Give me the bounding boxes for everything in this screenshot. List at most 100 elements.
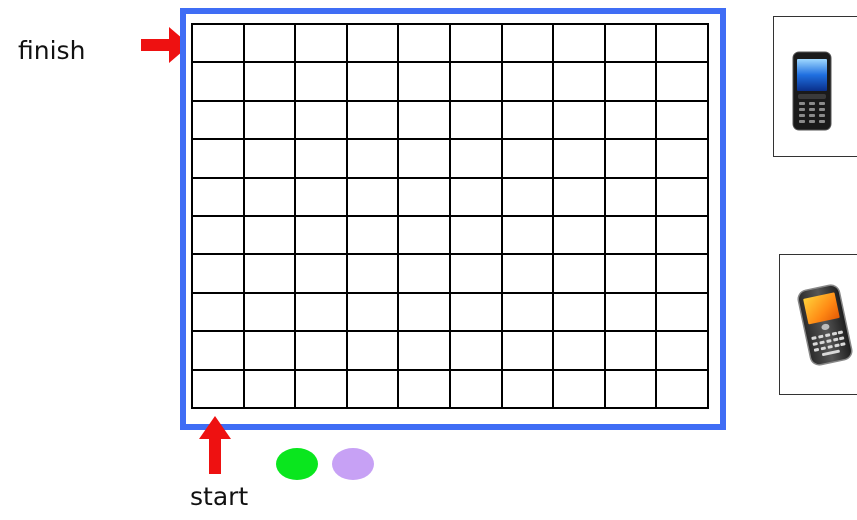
grid-cell[interactable] — [554, 140, 606, 178]
grid-cell[interactable] — [503, 332, 555, 370]
grid-cell[interactable] — [657, 217, 709, 255]
phone-card-candybar[interactable] — [773, 16, 857, 157]
grid-cell[interactable] — [348, 140, 400, 178]
grid-cell[interactable] — [503, 294, 555, 332]
grid-cell[interactable] — [657, 140, 709, 178]
grid-cell[interactable] — [296, 371, 348, 409]
grid-cell[interactable] — [245, 255, 297, 293]
grid-cell[interactable] — [245, 63, 297, 101]
grid-cell[interactable] — [606, 371, 658, 409]
grid-cell[interactable] — [193, 179, 245, 217]
grid-cell[interactable] — [193, 63, 245, 101]
grid-cell[interactable] — [606, 102, 658, 140]
grid-cell[interactable] — [554, 332, 606, 370]
grid-cell[interactable] — [554, 217, 606, 255]
grid-cell[interactable] — [451, 102, 503, 140]
purple-token[interactable] — [332, 448, 374, 480]
grid-cell[interactable] — [657, 294, 709, 332]
grid-cell[interactable] — [348, 371, 400, 409]
grid-cell[interactable] — [193, 255, 245, 293]
grid-cell[interactable] — [657, 25, 709, 63]
grid-cell[interactable] — [657, 371, 709, 409]
grid-cell[interactable] — [245, 332, 297, 370]
grid-cell[interactable] — [399, 294, 451, 332]
grid-cell[interactable] — [348, 332, 400, 370]
grid-cell[interactable] — [606, 294, 658, 332]
grid-cell[interactable] — [245, 179, 297, 217]
grid-cell[interactable] — [399, 255, 451, 293]
grid-cell[interactable] — [399, 217, 451, 255]
grid-cell[interactable] — [606, 179, 658, 217]
grid-cell[interactable] — [657, 179, 709, 217]
grid-cell[interactable] — [657, 332, 709, 370]
grid-cell[interactable] — [296, 294, 348, 332]
grid-cell[interactable] — [296, 217, 348, 255]
grid-cell[interactable] — [296, 63, 348, 101]
grid-cell[interactable] — [503, 140, 555, 178]
grid-cell[interactable] — [503, 371, 555, 409]
grid-cell[interactable] — [503, 255, 555, 293]
grid-cell[interactable] — [657, 63, 709, 101]
grid-cell[interactable] — [399, 332, 451, 370]
grid-cell[interactable] — [193, 217, 245, 255]
grid-cell[interactable] — [348, 25, 400, 63]
grid-cell[interactable] — [554, 63, 606, 101]
grid-cell[interactable] — [657, 255, 709, 293]
grid-cell[interactable] — [399, 25, 451, 63]
grid-cell[interactable] — [554, 371, 606, 409]
grid-cell[interactable] — [348, 255, 400, 293]
grid-cell[interactable] — [451, 294, 503, 332]
grid-cell[interactable] — [399, 102, 451, 140]
grid-cell[interactable] — [554, 25, 606, 63]
grid-cell[interactable] — [451, 371, 503, 409]
grid-cell[interactable] — [245, 294, 297, 332]
grid-cell[interactable] — [399, 63, 451, 101]
grid-cell[interactable] — [193, 25, 245, 63]
grid-cell[interactable] — [193, 102, 245, 140]
grid-cell[interactable] — [399, 371, 451, 409]
grid-cell[interactable] — [245, 25, 297, 63]
grid-cell[interactable] — [348, 294, 400, 332]
grid-cell[interactable] — [296, 25, 348, 63]
grid-cell[interactable] — [245, 140, 297, 178]
grid-cell[interactable] — [554, 255, 606, 293]
grid-cell[interactable] — [245, 371, 297, 409]
grid-cell[interactable] — [451, 179, 503, 217]
grid-cell[interactable] — [348, 102, 400, 140]
grid-cell[interactable] — [554, 179, 606, 217]
grid-cell[interactable] — [503, 217, 555, 255]
grid-cell[interactable] — [606, 217, 658, 255]
phone-card-smartphone[interactable] — [779, 254, 857, 395]
grid-cell[interactable] — [503, 179, 555, 217]
grid-cell[interactable] — [296, 255, 348, 293]
grid-cell[interactable] — [503, 63, 555, 101]
grid-cell[interactable] — [657, 102, 709, 140]
grid-cell[interactable] — [193, 332, 245, 370]
grid-cell[interactable] — [296, 332, 348, 370]
grid-cell[interactable] — [554, 294, 606, 332]
grid-cell[interactable] — [296, 179, 348, 217]
grid-cell[interactable] — [245, 217, 297, 255]
grid-cell[interactable] — [451, 63, 503, 101]
grid-cell[interactable] — [193, 371, 245, 409]
grid-cell[interactable] — [451, 140, 503, 178]
grid-cell[interactable] — [554, 102, 606, 140]
grid-cell[interactable] — [451, 332, 503, 370]
grid-cell[interactable] — [451, 255, 503, 293]
grid-cell[interactable] — [399, 179, 451, 217]
grid-cell[interactable] — [296, 102, 348, 140]
grid-cell[interactable] — [348, 179, 400, 217]
grid-cell[interactable] — [193, 294, 245, 332]
grid-cell[interactable] — [606, 332, 658, 370]
grid-cell[interactable] — [451, 217, 503, 255]
grid-cell[interactable] — [606, 25, 658, 63]
grid-cell[interactable] — [503, 102, 555, 140]
green-token[interactable] — [276, 448, 318, 480]
grid-cell[interactable] — [399, 140, 451, 178]
grid-cell[interactable] — [245, 102, 297, 140]
grid-cell[interactable] — [606, 63, 658, 101]
grid-cell[interactable] — [451, 25, 503, 63]
grid-cell[interactable] — [296, 140, 348, 178]
grid-cell[interactable] — [606, 140, 658, 178]
grid-cell[interactable] — [606, 255, 658, 293]
